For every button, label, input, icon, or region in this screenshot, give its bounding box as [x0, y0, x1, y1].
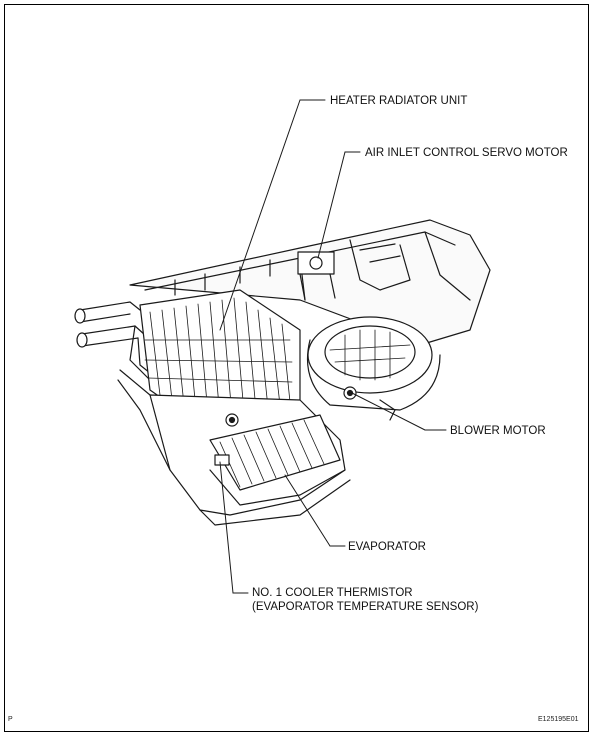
label-air-inlet-control-servo-motor: AIR INLET CONTROL SERVO MOTOR: [365, 147, 568, 159]
page-mark: P: [8, 716, 13, 723]
label-heater-radiator-unit: HEATER RADIATOR UNIT: [330, 95, 468, 107]
servo-motor-block: [297, 251, 336, 301]
leader-lines: [219, 99, 447, 594]
figure-frame: [4, 4, 589, 732]
label-cooler-thermistor-line1: NO. 1 COOLER THERMISTOR: [252, 587, 413, 599]
blower-housing: [306, 316, 441, 421]
label-cooler-thermistor-line2: (EVAPORATOR TEMPERATURE SENSOR): [252, 601, 479, 614]
evaporator-case: [117, 369, 351, 526]
label-evaporator: EVAPORATOR: [348, 541, 426, 553]
figure-code: E125195E01: [538, 716, 579, 723]
label-blower-motor: BLOWER MOTOR: [450, 425, 546, 437]
label-cooler-thermistor: NO. 1 COOLER THERMISTOR (EVAPORATOR TEMP…: [252, 586, 478, 615]
